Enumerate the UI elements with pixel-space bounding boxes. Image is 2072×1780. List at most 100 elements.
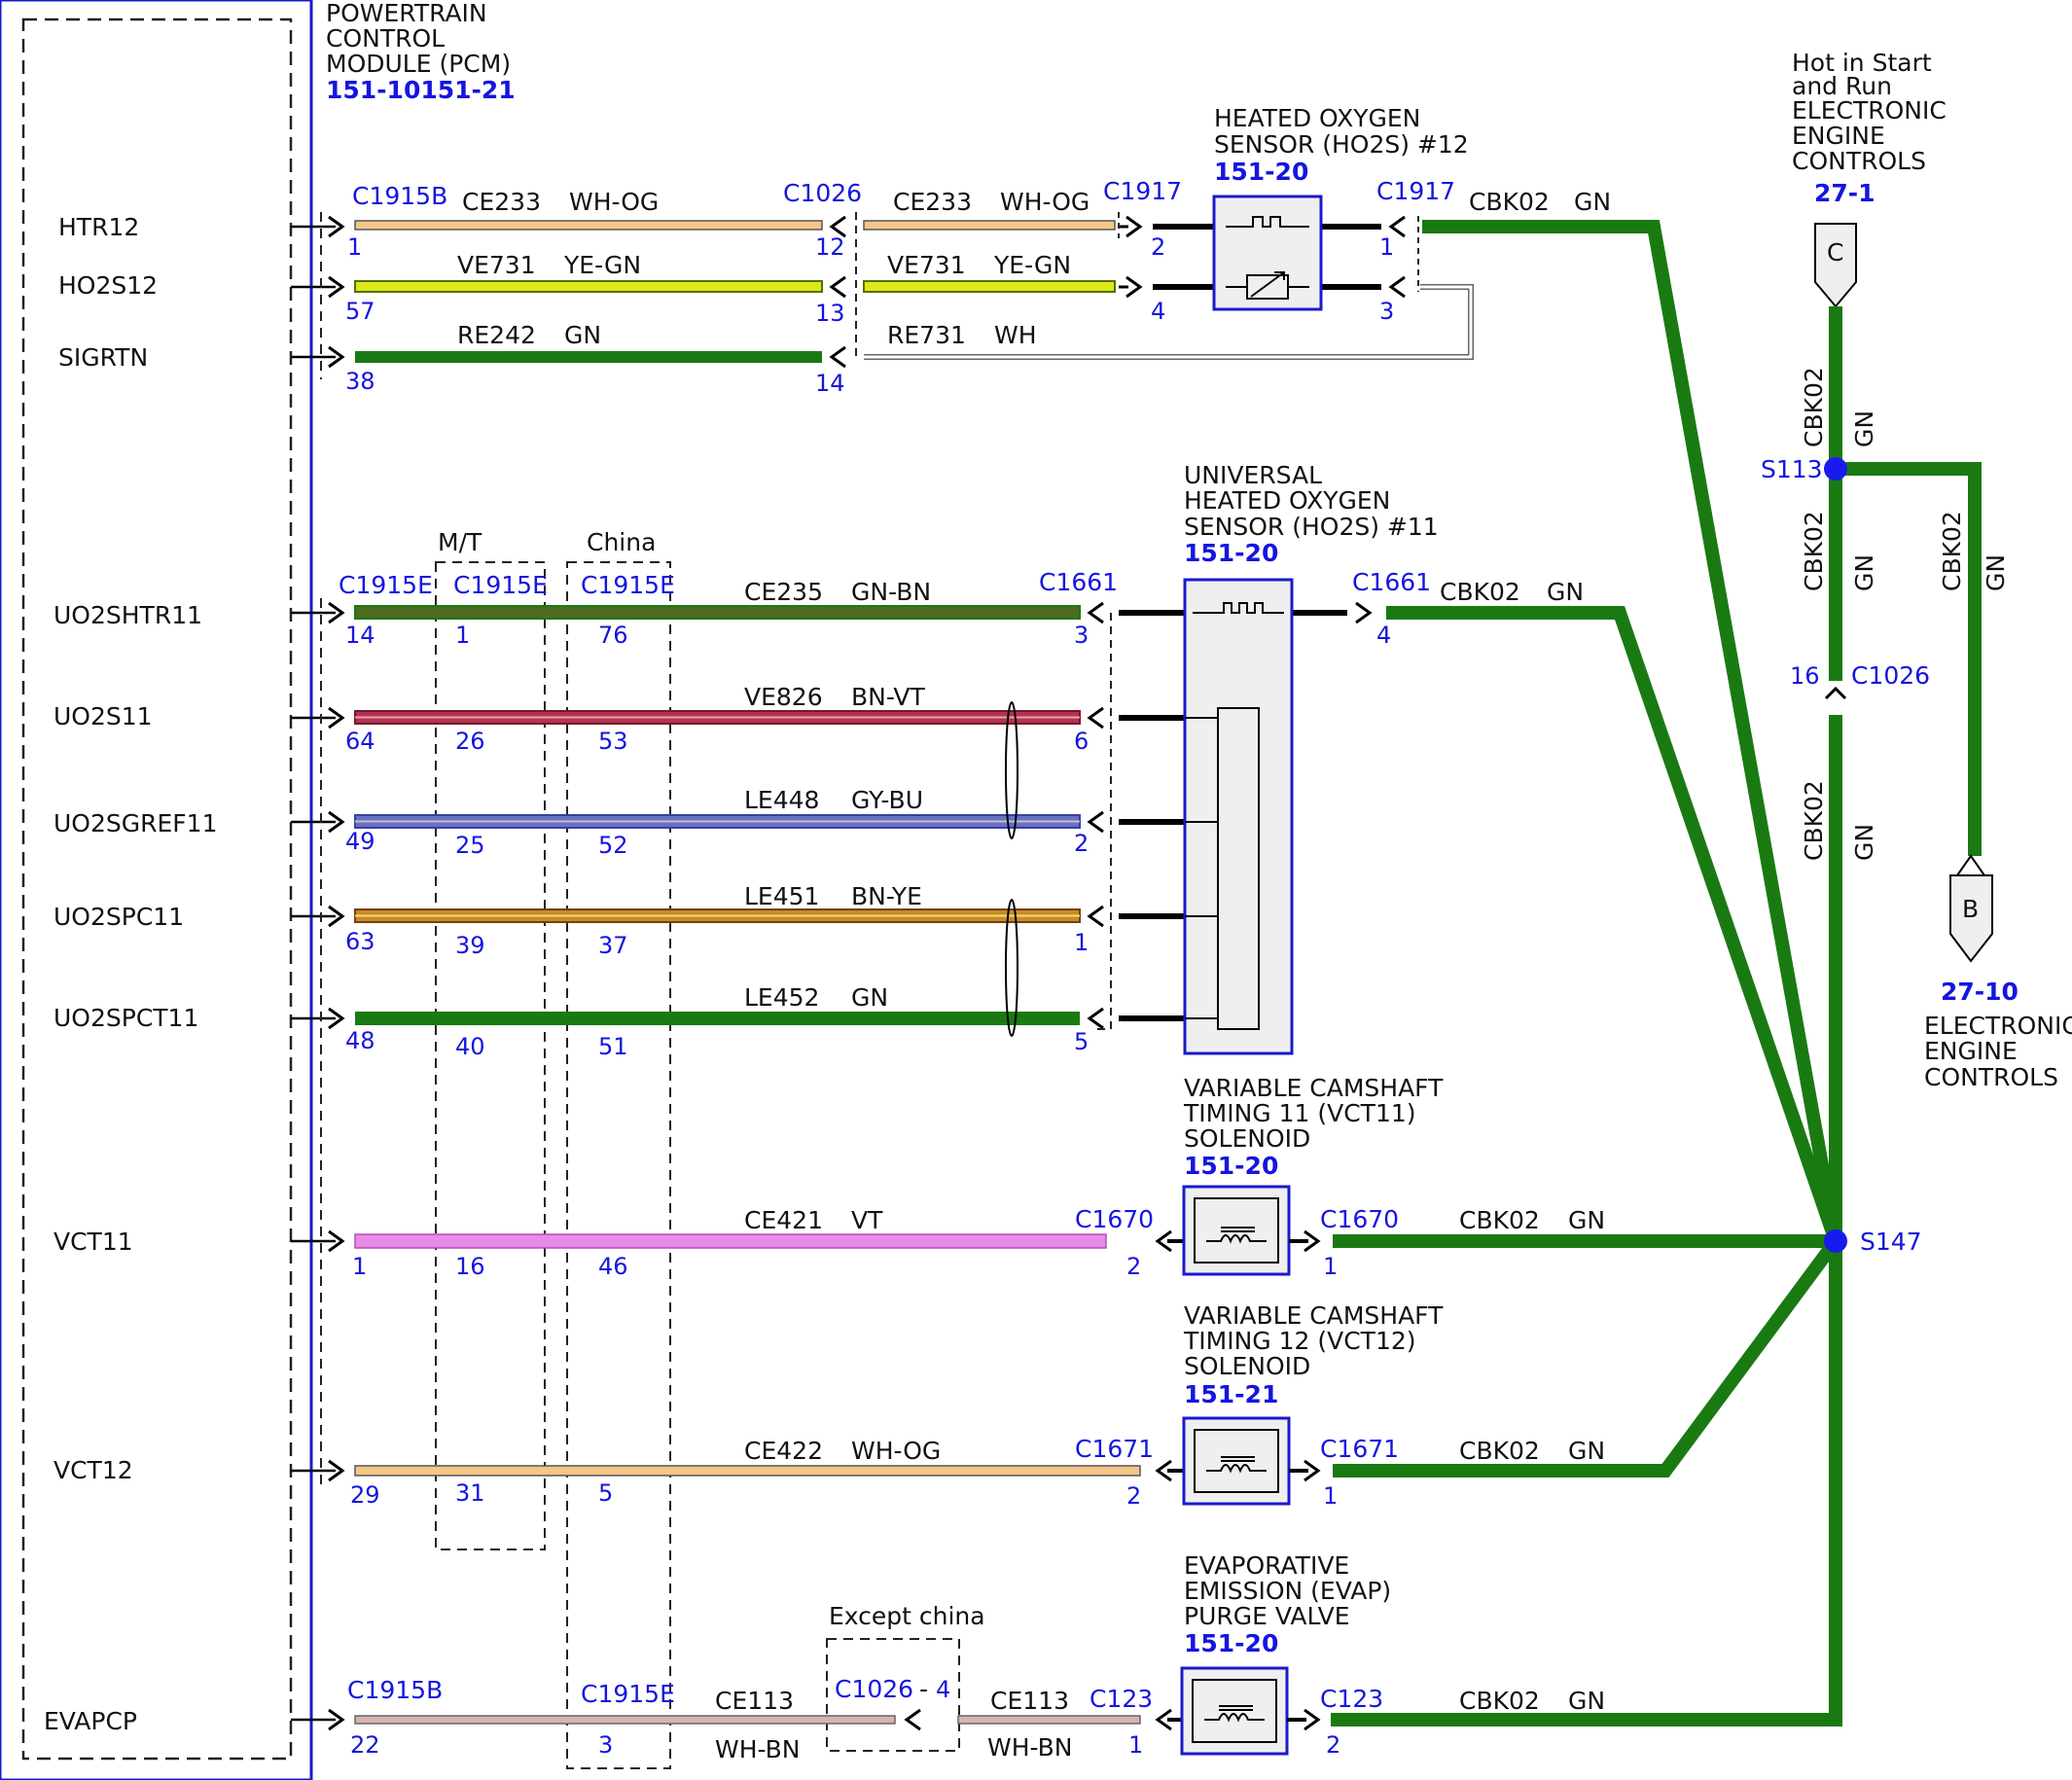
vct11-title-3: SOLENOID bbox=[1184, 1124, 1310, 1153]
pin-num: 6 bbox=[1074, 728, 1089, 755]
label-ve731-b-color: YE-GN bbox=[993, 251, 1071, 279]
uho2s11-title-3: SENSOR (HO2S) #11 bbox=[1184, 513, 1439, 541]
pin-num: 4 bbox=[1151, 298, 1165, 325]
vct12-title-2: TIMING 12 (VCT12) bbox=[1183, 1327, 1416, 1355]
ho2s12-ref: 151-20 bbox=[1214, 158, 1308, 186]
pin-num: 64 bbox=[345, 728, 375, 755]
vct12-title-1: VARIABLE CAMSHAFT bbox=[1184, 1301, 1444, 1330]
uho2s11-title-2: HEATED OXYGEN bbox=[1184, 486, 1390, 515]
label-c1671-right: C1671 bbox=[1320, 1435, 1399, 1463]
power-title-1: Hot in Start bbox=[1792, 49, 1932, 77]
power-b-title-1: ELECTRONIC bbox=[1924, 1012, 2072, 1040]
wire-re731-inner bbox=[864, 285, 1473, 359]
label-cbk02-v3-color: GN bbox=[1850, 824, 1878, 861]
connector-b-label: B bbox=[1962, 895, 1979, 923]
pin-num: 1 bbox=[352, 1253, 367, 1280]
power-title-5: CONTROLS bbox=[1792, 147, 1926, 175]
ho2s12-title-1: HEATED OXYGEN bbox=[1214, 104, 1420, 132]
heater-element-icon bbox=[1193, 602, 1284, 614]
label-cbk02-2: CBK02 bbox=[1440, 578, 1520, 606]
label-ce421-color: VT bbox=[851, 1206, 883, 1234]
pin-num: 57 bbox=[345, 298, 375, 325]
label-c1915e-3: C1915E bbox=[581, 571, 675, 599]
power-title-4: ENGINE bbox=[1792, 122, 1885, 150]
c1661-arrows bbox=[1088, 601, 1105, 1030]
pin-num: 12 bbox=[815, 233, 845, 261]
label-ce113-a: CE113 bbox=[715, 1687, 794, 1715]
c1917-left-arrows bbox=[1119, 215, 1142, 299]
label-cbk02-v2: CBK02 bbox=[1800, 511, 1828, 591]
pin-uo2shtr11: UO2SHTR11 bbox=[54, 601, 202, 629]
uho2s11-ref: 151-20 bbox=[1184, 539, 1278, 567]
pin-num: 2 bbox=[1126, 1253, 1141, 1280]
label-cbk02-4: CBK02 bbox=[1459, 1437, 1540, 1465]
pin-num: 76 bbox=[598, 622, 628, 649]
pin-num: 40 bbox=[455, 1033, 485, 1060]
evap-title-1: EVAPORATIVE bbox=[1184, 1551, 1349, 1580]
label-c123-right: C123 bbox=[1320, 1685, 1383, 1713]
connector-c-shape bbox=[1814, 223, 1857, 308]
pin-num: 2 bbox=[1326, 1731, 1340, 1759]
vct12-section: VARIABLE CAMSHAFT TIMING 12 (VCT12) SOLE… bbox=[350, 1301, 1444, 1510]
label-cbk02-5-color: GN bbox=[1568, 1687, 1605, 1715]
pin-num: 25 bbox=[455, 832, 485, 859]
label-c1917-right: C1917 bbox=[1376, 177, 1455, 205]
pin-num: 51 bbox=[598, 1033, 628, 1060]
pin-num: 1 bbox=[1323, 1253, 1338, 1280]
option-except-china: Except china bbox=[826, 1602, 985, 1752]
pin-num: 22 bbox=[350, 1731, 380, 1759]
label-c1661-right: C1661 bbox=[1352, 568, 1431, 596]
c1026-ground: 16 C1026 bbox=[1790, 661, 1930, 700]
label-re242-color: GN bbox=[564, 321, 601, 349]
splice-s113 bbox=[1824, 457, 1847, 481]
pin-num: 1 bbox=[1379, 233, 1394, 261]
pcm-stubs bbox=[291, 225, 336, 1722]
wire-ce113-a bbox=[354, 1715, 896, 1725]
label-le452-color: GN bbox=[851, 983, 888, 1012]
wire-cbk02-vct12 bbox=[1333, 1236, 1841, 1477]
label-c1670-right: C1670 bbox=[1320, 1205, 1399, 1233]
wire-ce233-b bbox=[863, 220, 1116, 231]
label-cbk02-1: CBK02 bbox=[1469, 188, 1550, 216]
label-ce422: CE422 bbox=[744, 1437, 823, 1465]
label-cbk02-4-color: GN bbox=[1568, 1437, 1605, 1465]
label-cbk02-v1-color: GN bbox=[1850, 410, 1878, 447]
pin-vct12: VCT12 bbox=[54, 1456, 133, 1484]
evap-title-2: EMISSION (EVAP) bbox=[1184, 1577, 1391, 1605]
label-ce233-b: CE233 bbox=[893, 188, 972, 216]
label-ce233-a-color: WH-OG bbox=[569, 188, 659, 216]
label-ve731-b: VE731 bbox=[887, 251, 966, 279]
pin-num: 3 bbox=[598, 1731, 613, 1759]
wire-re242 bbox=[355, 351, 822, 363]
pcm-ref: 151-10151-21 bbox=[326, 76, 516, 104]
vct11-title-1: VARIABLE CAMSHAFT bbox=[1184, 1074, 1444, 1102]
option-mt: M/T bbox=[435, 528, 546, 1550]
label-cbk02-v1: CBK02 bbox=[1800, 367, 1828, 447]
pin-num: 38 bbox=[345, 368, 375, 395]
vct12-ref: 151-21 bbox=[1184, 1380, 1278, 1408]
pin-num: 16 bbox=[455, 1253, 485, 1280]
option-china: China bbox=[566, 528, 671, 1769]
label-cbk02-5: CBK02 bbox=[1459, 1687, 1540, 1715]
label-ce421: CE421 bbox=[744, 1206, 823, 1234]
pin-num: 39 bbox=[455, 932, 485, 959]
wire-ce113-b bbox=[957, 1715, 1141, 1725]
pin-num: 2 bbox=[1151, 233, 1165, 261]
pin-num: 5 bbox=[598, 1479, 613, 1507]
pin-num: 46 bbox=[598, 1253, 628, 1280]
pin-ho2s12: HO2S12 bbox=[58, 271, 158, 300]
wire-cbk02-evap bbox=[1331, 1241, 1842, 1727]
label-c1915e-2: C1915E bbox=[453, 571, 548, 599]
wire-ve731-b bbox=[863, 280, 1116, 293]
label-cbk02-v4: CBK02 bbox=[1938, 511, 1966, 591]
uho2s11-section: UNIVERSAL HEATED OXYGEN SENSOR (HO2S) #1… bbox=[339, 461, 1439, 1060]
power-b-title-3: CONTROLS bbox=[1924, 1063, 2058, 1091]
power-ref: 27-1 bbox=[1814, 179, 1876, 207]
pcm-title-line-2: CONTROL bbox=[326, 24, 445, 53]
pin-num: 48 bbox=[345, 1027, 375, 1054]
label-c1026-ground: C1026 bbox=[1851, 661, 1930, 690]
vct11-title-2: TIMING 11 (VCT11) bbox=[1183, 1099, 1416, 1127]
pin-num: 37 bbox=[598, 932, 628, 959]
pin-evapcp: EVAPCP bbox=[44, 1707, 137, 1735]
